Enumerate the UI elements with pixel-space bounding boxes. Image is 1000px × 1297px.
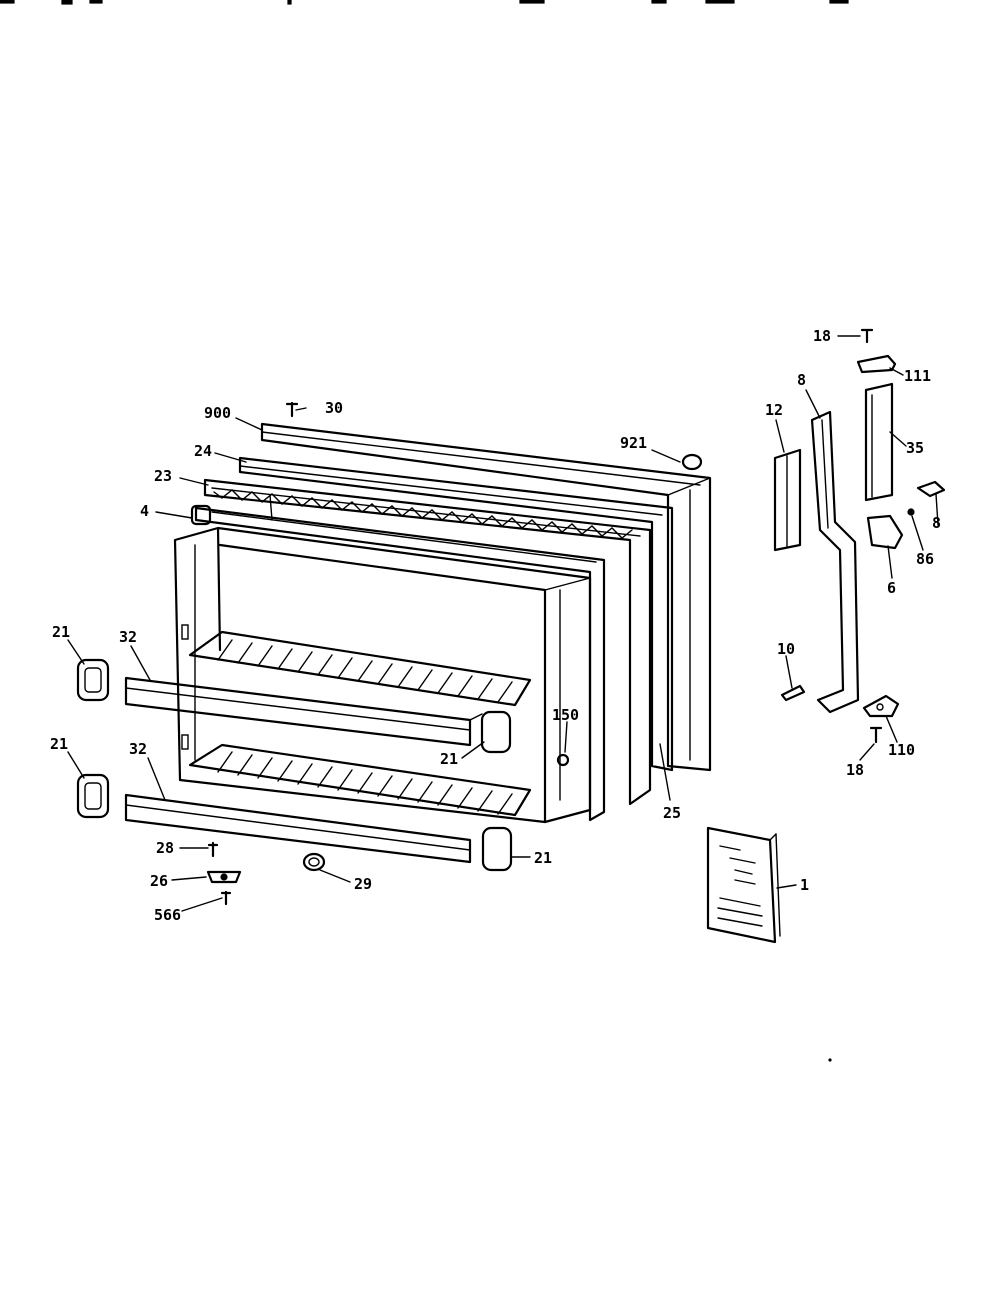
handle-bracket-6: [866, 514, 904, 550]
callout-21-lower-left: 21: [50, 735, 68, 753]
callout-921: 921: [620, 434, 647, 452]
upper-shelf-ribs: [217, 639, 513, 703]
screw-566: [220, 890, 232, 906]
bracket-26: [206, 870, 242, 884]
door-gasket: [238, 456, 674, 772]
callout-30: 30: [325, 399, 343, 417]
shelf-end-cap-upper-left: [76, 658, 110, 702]
callout-566: 566: [154, 906, 181, 924]
screw-18-bottom: [869, 726, 883, 744]
callout-18-bottom: 18: [846, 761, 864, 779]
shelf-end-cap-lower-left: [76, 773, 110, 819]
screw-28: [207, 841, 219, 858]
callout-1: 1: [800, 876, 809, 894]
callout-25: 25: [663, 804, 681, 822]
callout-26: 26: [150, 872, 168, 890]
handle-trim-35: [864, 382, 894, 502]
screw-30: [285, 401, 299, 418]
screw-86: [907, 508, 915, 516]
door-liner-rim: [190, 504, 606, 822]
callout-24: 24: [194, 442, 212, 460]
handle-cap-111: [856, 354, 897, 374]
callout-21-upper-right: 21: [440, 750, 458, 768]
lower-shelf-ribs: [217, 751, 513, 815]
callout-4: 4: [140, 502, 149, 520]
hinge-cover-12: [773, 448, 802, 552]
callout-32-lower: 32: [129, 740, 147, 758]
callout-labels: 18 111 8 12 35 921 900 30 24 23 4 8 86 6…: [50, 327, 941, 924]
callout-110: 110: [888, 741, 915, 759]
callout-150: 150: [552, 706, 579, 724]
callout-900: 900: [204, 404, 231, 422]
callout-12: 12: [765, 401, 783, 419]
callout-8-clip: 8: [932, 514, 941, 532]
shelf-end-cap-lower-right: [481, 826, 513, 872]
callout-35: 35: [906, 439, 924, 457]
scan-edge-marks: [0, 0, 849, 1062]
callout-21-upper-left: 21: [52, 623, 70, 641]
callout-8-handle: 8: [797, 371, 806, 389]
hinge-pin-10: [780, 684, 806, 702]
door-shelf-bar-upper: [124, 676, 483, 747]
clip-8: [916, 480, 946, 498]
callout-32-upper: 32: [119, 628, 137, 646]
callout-10: 10: [777, 640, 795, 658]
screw-150: [556, 753, 570, 767]
door-handle-8: [810, 410, 860, 714]
leader-lines: [67, 335, 939, 912]
callout-18-top: 18: [813, 327, 831, 345]
hinge-bracket-110: [862, 694, 900, 718]
callout-111: 111: [904, 367, 931, 385]
plug-921: [681, 453, 703, 471]
callout-28: 28: [156, 839, 174, 857]
callout-23: 23: [154, 467, 172, 485]
instruction-card-text-lines: [717, 845, 763, 927]
callout-86: 86: [916, 550, 934, 568]
shelf-end-cap-upper-right: [480, 710, 512, 754]
outer-door-panel: [260, 422, 712, 772]
callout-21-lower-right: 21: [534, 849, 552, 867]
callout-29: 29: [354, 875, 372, 893]
door-shelf-bar-lower: [124, 793, 472, 864]
instruction-card-1: [706, 826, 781, 944]
inner-door-frame: [203, 478, 652, 806]
plug-29: [302, 852, 326, 872]
callout-6: 6: [887, 579, 896, 597]
screw-18-top: [860, 328, 874, 344]
door-liner: [173, 526, 592, 824]
